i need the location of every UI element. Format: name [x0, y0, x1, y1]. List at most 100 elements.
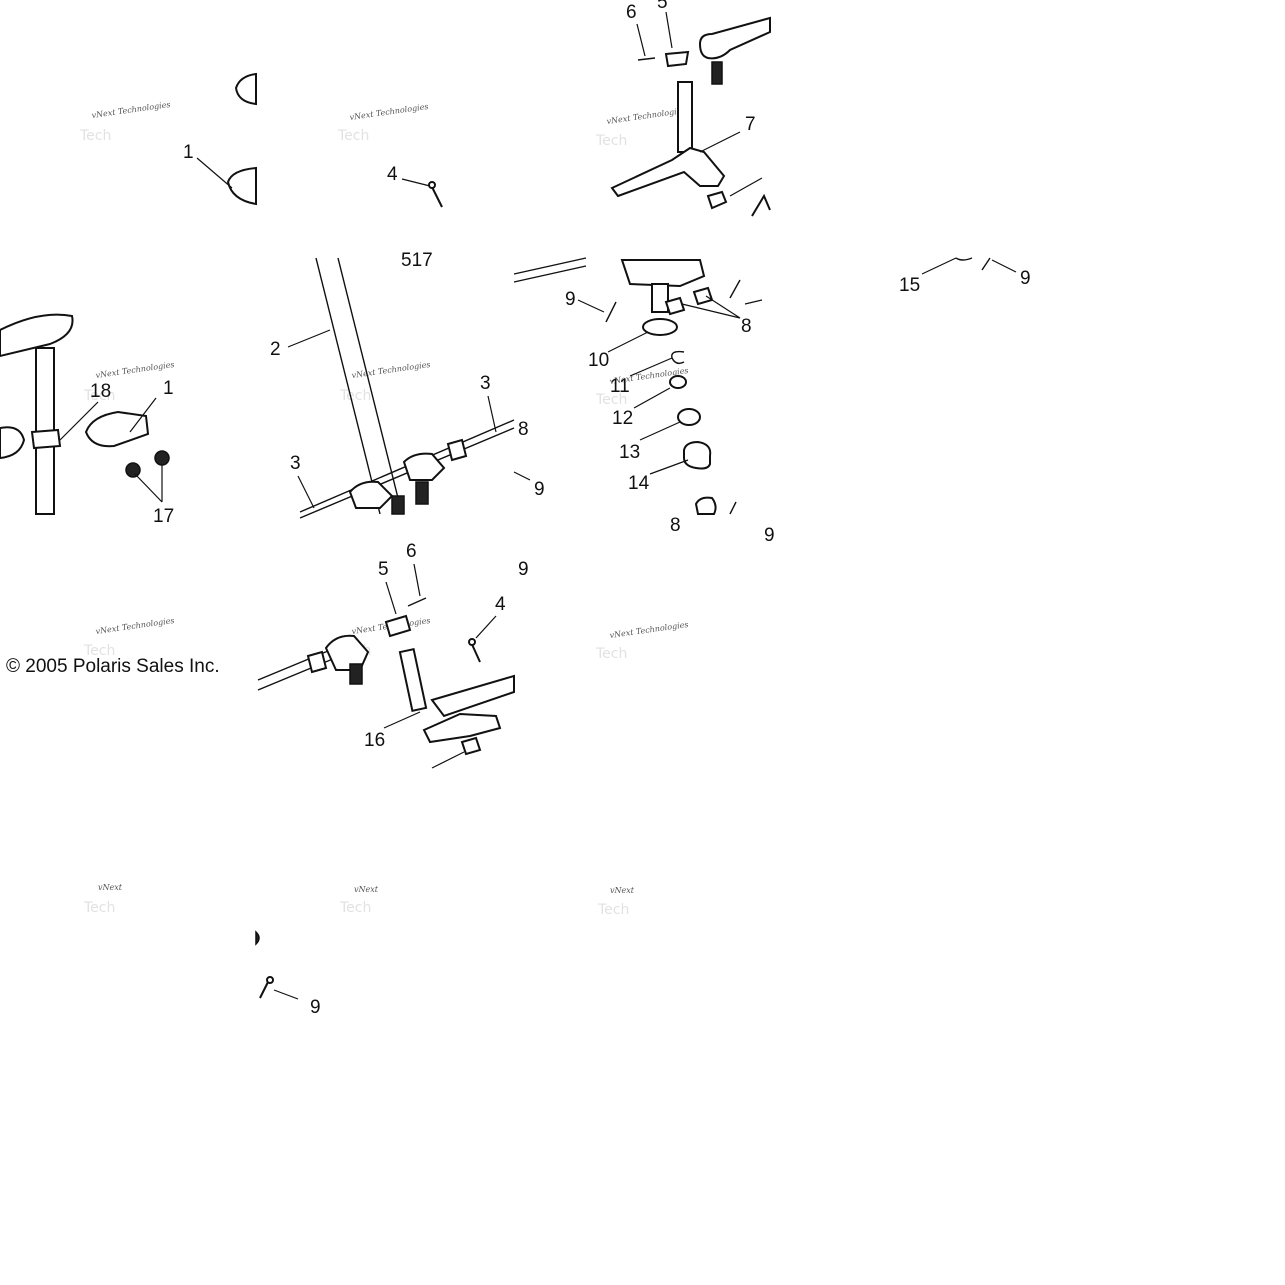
tie-rod-stud — [391, 495, 405, 515]
leader-line — [921, 257, 957, 275]
leader-line — [297, 475, 315, 509]
leader-line — [699, 131, 741, 153]
tie-rod-end-part — [402, 452, 446, 481]
callout-9: 9 — [1020, 268, 1031, 289]
leader-line — [577, 299, 605, 313]
tile-r1-c: Tech vNext Technologies 6 5 7 — [595, 0, 771, 217]
nut-part-17 — [125, 462, 141, 478]
callout-9: 9 — [310, 997, 321, 1018]
leader-line — [431, 751, 465, 769]
leader-line — [629, 357, 673, 377]
cotter-pin-head — [468, 638, 476, 646]
callout-1: 1 — [163, 378, 174, 399]
spindle-shaft-part — [398, 648, 428, 712]
spindle-part-16 — [422, 712, 502, 744]
watermark: vNext Technologies — [606, 106, 686, 126]
callout-9: 9 — [764, 525, 775, 546]
clamp-part-1 — [226, 166, 257, 206]
watermark-ghost: Tech — [595, 133, 627, 149]
tile-r1-b: Tech vNext Technologies 4 — [337, 102, 443, 208]
tie-rod-edge — [257, 645, 341, 681]
clamp-part-1 — [84, 410, 150, 448]
leader-line — [287, 329, 331, 348]
callout-14: 14 — [628, 473, 650, 494]
callout-17: 17 — [153, 506, 174, 527]
watermark: vNext Technologies — [351, 360, 431, 380]
leader-line — [729, 177, 763, 197]
leader-line — [273, 989, 299, 1000]
watermark: vNext Technologies — [95, 360, 175, 380]
nut-part — [460, 736, 482, 756]
leader-line — [607, 331, 649, 353]
nut-part-17 — [154, 450, 170, 466]
callout-3: 3 — [480, 373, 491, 394]
leader-line — [134, 473, 163, 503]
leader-line — [991, 259, 1017, 273]
nut-part-8 — [694, 496, 717, 515]
callout-16: 16 — [364, 730, 385, 751]
leader-line — [383, 711, 421, 729]
bearing-part-12 — [669, 375, 687, 389]
callout-7: 7 — [745, 114, 756, 135]
leader-line — [705, 295, 741, 319]
leader-line — [633, 387, 671, 409]
watermark: vNext Technologies — [95, 616, 175, 636]
leader-line — [59, 401, 99, 441]
spindle-axle-part — [430, 674, 515, 718]
cotter-pin-part — [981, 257, 991, 271]
handlebar-cap-part — [234, 72, 257, 106]
tie-rod-edge — [513, 257, 587, 275]
spindle-part — [620, 259, 706, 288]
part-fragment — [955, 257, 973, 261]
callout-18: 18 — [90, 381, 111, 402]
callout-4: 4 — [495, 594, 506, 615]
cotter-pin-head — [266, 976, 274, 984]
leader-line — [649, 459, 689, 475]
callout-1: 1 — [183, 142, 194, 163]
nut-part-8 — [692, 286, 714, 306]
tile-r2-d: 15 9 — [899, 257, 1031, 296]
leader-line — [744, 299, 763, 305]
cotter-pin-part — [637, 57, 656, 61]
callout-15: 15 — [899, 275, 920, 296]
callout-2: 2 — [270, 339, 281, 360]
callout-8: 8 — [518, 419, 529, 440]
leader-line — [639, 421, 681, 441]
watermark: vNext Technologies — [609, 620, 689, 640]
watermark: vNext Technologies — [91, 100, 171, 120]
callout-5: 5 — [378, 559, 389, 580]
tile-r3-c: Tech vNext Technologies — [595, 620, 689, 662]
seal-part-13 — [677, 408, 701, 426]
tie-rod-edge — [257, 655, 341, 691]
tile-r2-a: Tech vNext Technologies 18 1 17 — [0, 313, 175, 527]
tile-r2-c: Tech vNext Technologies 9 8 10 11 12 13 … — [513, 257, 775, 546]
part-fragment — [255, 930, 260, 946]
leader-line — [513, 471, 531, 481]
leader-line — [129, 397, 157, 433]
castle-nut-part — [384, 614, 412, 638]
watermark-ghost: Tech — [595, 392, 627, 408]
bracket-part — [0, 426, 26, 460]
watermark: vNext Technologies — [349, 102, 429, 122]
washer-part-10 — [642, 318, 678, 336]
leader-line — [665, 11, 673, 49]
spindle-shaft-part — [651, 283, 669, 313]
callout-9: 9 — [565, 289, 576, 310]
callout-10: 10 — [588, 350, 609, 371]
tile-r3-a: Tech vNext Technologies © 2005 Polaris S… — [6, 616, 220, 677]
watermark-ghost: Tech — [79, 128, 111, 144]
leader-line — [487, 395, 497, 433]
steering-shaft-edge — [337, 257, 403, 515]
cotter-pin-part — [751, 193, 771, 217]
snap-ring-part-11 — [671, 350, 685, 365]
steering-shaft-edge — [315, 257, 381, 515]
callout-12: 12 — [612, 408, 633, 429]
watermark-short: vNext — [98, 883, 123, 892]
cotter-pin-part — [729, 501, 737, 515]
callout-6: 6 — [406, 541, 417, 562]
callout-9: 9 — [534, 479, 545, 500]
leader-line — [636, 23, 646, 57]
tie-rod-stud — [349, 663, 363, 685]
callout-6: 6 — [626, 2, 637, 23]
